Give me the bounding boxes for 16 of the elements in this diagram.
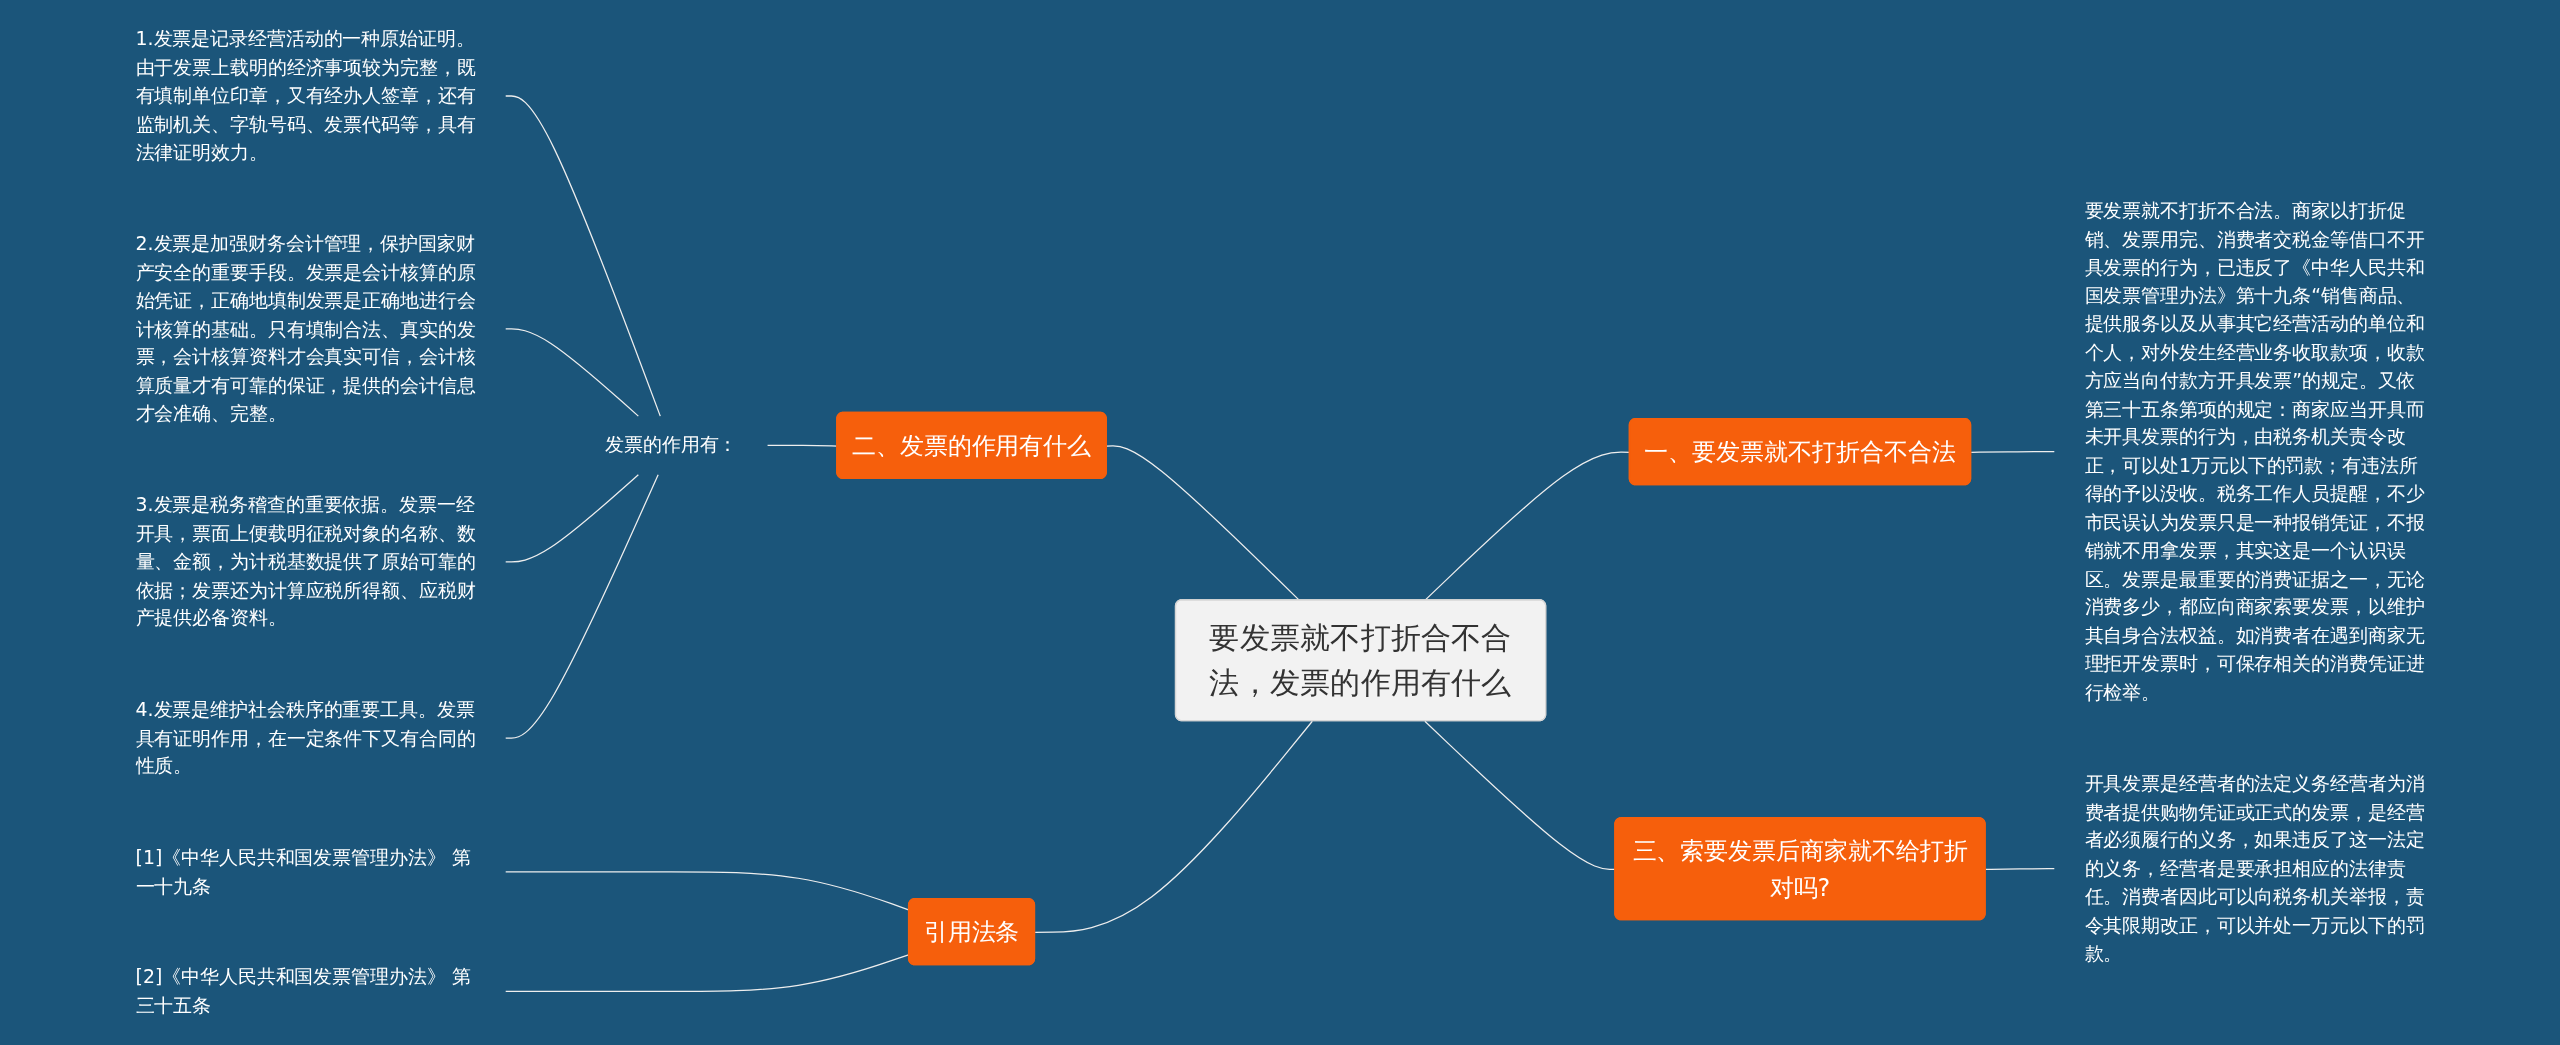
connector <box>1970 451 2055 453</box>
connector <box>505 95 661 417</box>
connector <box>505 474 659 739</box>
node-text: [2]《中华人民共和国发票管理办法》 第三十五条 <box>135 965 471 1017</box>
node-text: 要发票就不打折不合法。商家以打折促销、发票用完、消费者交税金等借口不开具发票的行为，已违反了《中华人民共和国发票管理办法》第十九条“销售商品、提供服务以及从事其它经营活动的单位和个人，对外发生经营业务收取款项，收款方应当向付款方开具发票”的规定。又依第三十五条第项的规定：商家应当开具而未开具发票的行为，由税务机关责令改正，可以处1万元以下的罚款；有违法所得的予以没收。税务工作人员提醒，不少市民误认为发票只是一种报销凭证，不报销就不用拿发票，其实这是一个认识误区。发票是最重要的消费证据之一，无论消费多少，都应向商家索要发票，以维护其自身合法权益。如消费者在遇到商家无理拒开发票时，可保存相关的消费凭证进行检举。 <box>2084 199 2425 704</box>
node-text: [1]《中华人民共和国发票管理办法》 第一十九条 <box>135 846 471 898</box>
node-text: 4.发票是维护社会秩序的重要工具。发票具有证明作用，在一定条件下又有合同的性质。 <box>135 698 476 778</box>
node-text: 发票的作用有： <box>605 433 738 457</box>
connector <box>1985 868 2055 870</box>
node-text: 2.发票是加强财务会计管理，保护国家财产安全的重要手段。发票是会计核算的原始凭证，正确地填制发票是正确地进行会计核算的基础。只有填制合法、真实的发票，会计核算资料才会真实可信，会计核算质量才有可靠的保证，提供的会计信息才会准确、完整。 <box>135 232 476 425</box>
connector <box>1034 720 1313 933</box>
connector <box>505 328 639 417</box>
node-text: 开具发票是经营者的法定义务经营者为消费者提供购物凭证或正式的发票，是经营者必须履行的义务，如果违反了这一法定的义务，经营者是要承担相应的法律责任。消费者因此可以向税务机关举报，责令其限期改正，可以并处一万元以下的罚款。 <box>2084 772 2425 965</box>
node-text: 1.发票是记录经营活动的一种原始证明。由于发票上载明的经济事项较为完整，既有填制单位印章，又有经办人签章，还有监制机关、字轨号码、发票代码等，具有法律证明效力。 <box>135 27 476 164</box>
connector <box>505 474 639 563</box>
node-text: 3.发票是税务稽查的重要依据。发票一经开具，票面上便载明征税对象的名称、数量、金额，为计税基数提供了原始可靠的依据；发票还为计算应税所得额、应税财产提供必备资料。 <box>135 493 476 630</box>
